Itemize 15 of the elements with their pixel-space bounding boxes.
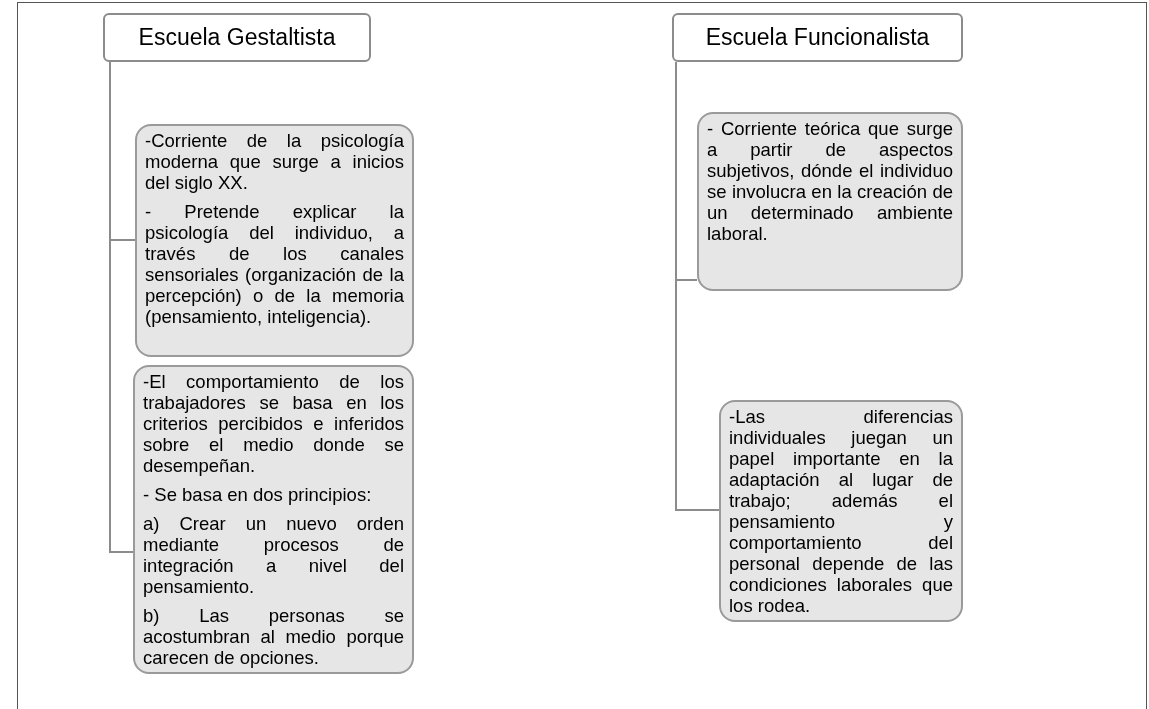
heading-box <box>672 13 963 62</box>
paragraph: -Las diferencias individuales juegan un papel importante en la adaptación al lugar de trabajo; además el pensamiento y comportamiento del personal depende de las condiciones laborales que los rodea. <box>729 406 953 616</box>
text-box <box>135 124 414 357</box>
paragraph: b) Las personas se acostumbran al medio porque carecen de opciones. <box>143 605 404 668</box>
paragraph: - Corriente teórica que surge a partir de aspectos subjetivos, dónde el individuo se involucra en la creación de un determinado ambiente laboral. <box>707 118 953 244</box>
heading-text: Escuela Gestaltista <box>138 23 336 53</box>
heading-box <box>103 13 371 62</box>
heading-text: Escuela Funcionalista <box>705 23 930 53</box>
paragraph: a) Crear un nuevo orden mediante procesos de integración a nivel del pensamiento. <box>143 513 404 597</box>
paragraph: -El comportamiento de los trabajadores se basa en los criterios percibidos e inferidos sobre el medio donde se desempeñan. <box>143 371 404 476</box>
paragraph: - Se basa en dos principios: <box>143 484 373 505</box>
paragraph: -Corriente de la psicología moderna que surge a inicios del siglo XX. <box>145 130 404 193</box>
text-box <box>133 365 414 674</box>
paragraph: - Pretende explicar la psicología del individuo, a través de los canales sensoriales (organización de la percepción) o de la memoria (pensamiento, inteligencia). <box>145 201 404 327</box>
text-box <box>697 112 963 291</box>
